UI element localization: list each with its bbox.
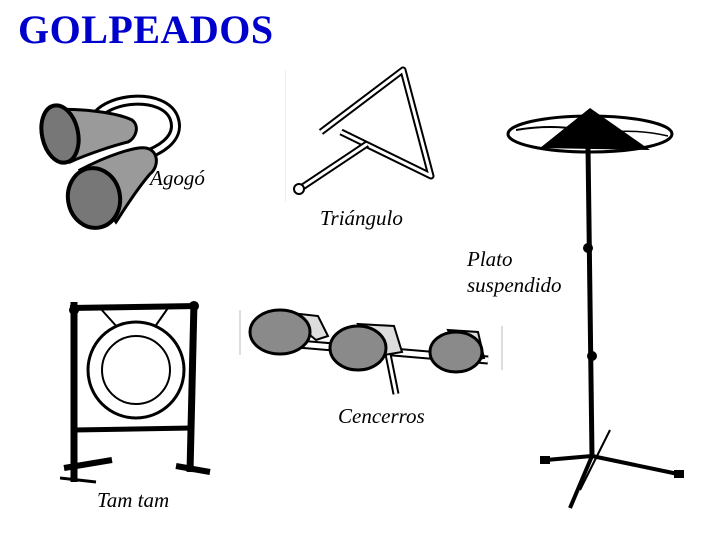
tamtam-label: Tam tam — [97, 488, 170, 512]
plato-label: Plato suspendido — [467, 246, 562, 298]
agogo-label: Agogó — [150, 166, 205, 190]
triangulo-label: Triángulo — [320, 206, 403, 230]
slide-title: GOLPEADOS — [18, 7, 274, 52]
triangle-icon — [285, 66, 435, 202]
cencerros-label: Cencerros — [338, 404, 425, 428]
tam-tam-gong-icon — [60, 301, 211, 484]
plato-label-line1: Plato — [467, 247, 513, 271]
cowbells-icon — [239, 308, 503, 395]
suspended-cymbal-icon — [506, 108, 684, 509]
plato-label-line2: suspendido — [467, 273, 562, 297]
agogo-icon — [39, 94, 181, 230]
